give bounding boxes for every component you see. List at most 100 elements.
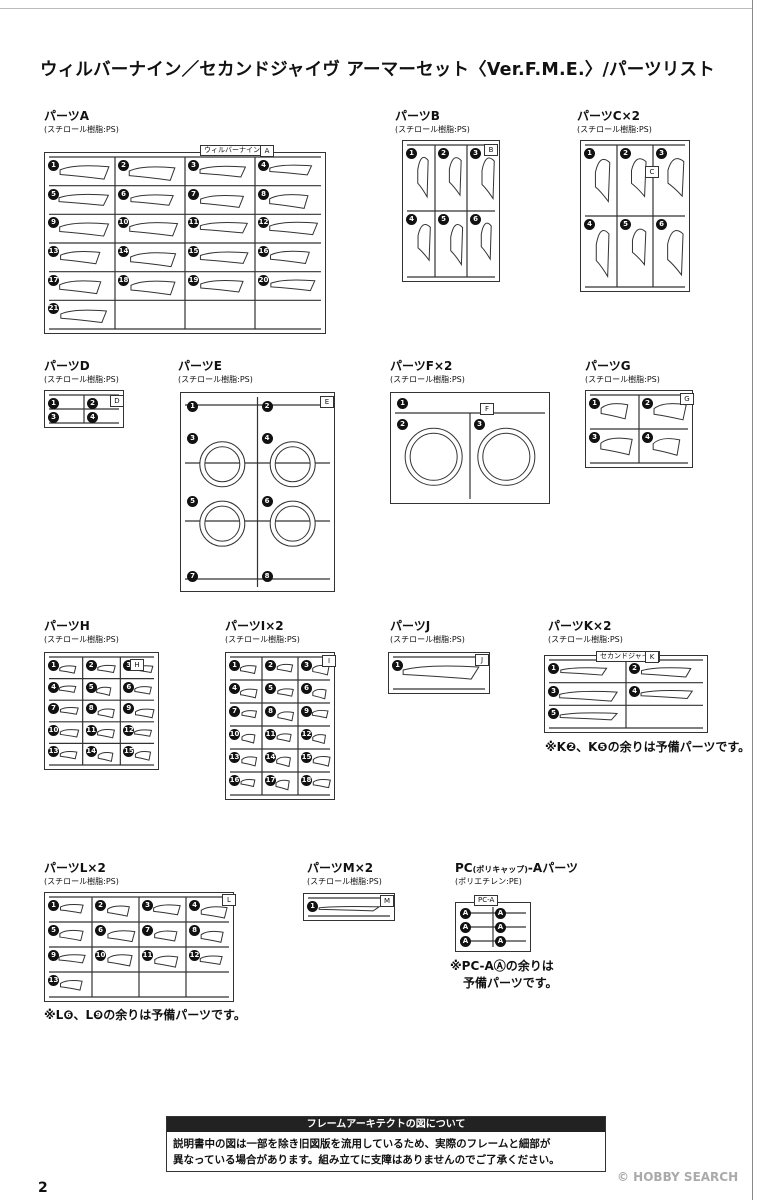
part-number-marker: 2 — [438, 148, 449, 159]
notice-line-2: 異なっている場合があります。組み立てに支障はありませんのでご了承ください。 — [173, 1154, 560, 1166]
part-number-marker: 17 — [48, 274, 59, 286]
sprue-part — [269, 194, 309, 209]
parts-a-material: (スチロール樹脂:PS) — [44, 125, 119, 134]
sprue-part — [448, 157, 462, 197]
part-number-marker: 3 — [188, 160, 199, 171]
part-number-marker: 12 — [189, 950, 200, 961]
hobby-search-watermark: © HOBBY SEARCH — [617, 1170, 739, 1184]
part-number-marker: 2 — [85, 660, 97, 671]
parts-pc-label-small: (ポリキャップ) — [472, 865, 528, 874]
sprue-l-letter: L — [222, 894, 236, 906]
part-number-marker: 2 — [642, 398, 653, 409]
sprue-pc-drawing — [460, 907, 526, 947]
sprue-part — [277, 711, 295, 722]
sprue-part — [276, 663, 294, 673]
sprue-part — [59, 979, 83, 991]
parts-m-material: (スチロール樹脂:PS) — [307, 877, 382, 886]
sprue-part — [107, 930, 136, 943]
part-number-marker: 10 — [118, 217, 129, 229]
part-number-marker: A — [495, 908, 506, 919]
part-number-marker: A — [495, 936, 506, 947]
parts-c-material: (スチロール樹脂:PS) — [577, 125, 652, 134]
sprue-part — [60, 250, 101, 265]
sprue-c-drawing — [585, 144, 685, 288]
sprue-part — [154, 930, 178, 942]
part-number-marker: 9 — [301, 706, 312, 717]
part-number-marker: 4 — [48, 681, 59, 693]
part-number-marker: 2 — [265, 660, 276, 671]
sprue-part — [59, 222, 110, 237]
sprue-part — [134, 729, 153, 737]
parts-g-material: (スチロール樹脂:PS) — [585, 375, 660, 384]
sprue-part — [153, 904, 181, 916]
sprue-k-letter: K — [645, 651, 659, 663]
part-number-marker: 3 — [142, 900, 153, 911]
part-number-marker: 6 — [261, 495, 273, 507]
part-number-marker: 13 — [229, 752, 240, 763]
part-number-marker: 6 — [470, 214, 481, 225]
sprue-part — [60, 309, 108, 324]
sprue-part — [134, 750, 152, 761]
sprue-part — [275, 779, 290, 791]
sprue-part — [402, 665, 480, 680]
parts-b-label: パーツB — [395, 109, 440, 123]
parts-pc-label-suffix: -Aパーツ — [527, 861, 578, 875]
part-number-marker: 2 — [397, 419, 408, 430]
sprue-i-letter: I — [322, 655, 336, 667]
sprue-e-drawing — [185, 397, 330, 587]
part-number-marker: 11 — [188, 217, 199, 229]
sprue-part — [130, 280, 176, 296]
sprue-c-letter: C — [645, 166, 659, 178]
sprue-d-drawing — [49, 394, 119, 424]
sprue-h-drawing — [49, 656, 155, 766]
part-number-marker: 3 — [48, 412, 59, 423]
part-number-marker: 9 — [48, 950, 59, 961]
part-number-marker: 3 — [187, 432, 198, 444]
part-number-marker: 15 — [301, 752, 312, 763]
part-number-marker: 5 — [48, 925, 59, 936]
sprue-part — [200, 195, 245, 208]
page-right-rule — [752, 0, 753, 1200]
part-number-marker: 1 — [229, 660, 240, 671]
sprue-j: 1 — [388, 652, 490, 694]
part-number-marker: 16 — [258, 246, 269, 257]
sprue-part — [312, 688, 327, 700]
sprue-k-runner-name: セカンドジャイヴ — [596, 651, 660, 662]
sprue-part — [652, 438, 681, 456]
sprue-part — [641, 667, 692, 678]
sprue-a-drawing — [49, 156, 321, 330]
sprue-part — [240, 778, 256, 788]
part-number-marker: A — [460, 936, 471, 947]
sprue-k-drawing — [549, 659, 703, 729]
part-number-marker: 8 — [265, 706, 276, 717]
parts-k-material: (スチロール樹脂:PS) — [548, 635, 623, 644]
part-number-marker: 20 — [258, 274, 269, 286]
sprue-part — [600, 437, 633, 456]
part-number-marker: 1 — [48, 160, 59, 171]
sprue-l-drawing — [49, 896, 229, 998]
sprue-part — [134, 686, 152, 695]
parts-h-material: (スチロール樹脂:PS) — [44, 635, 119, 644]
part-number-marker: 7 — [229, 706, 240, 717]
sprue-m: 1 — [303, 893, 395, 921]
sprue-part — [312, 734, 327, 745]
parts-a-label: パーツA — [44, 109, 90, 123]
sprue-part — [269, 164, 313, 176]
sprue-part — [59, 729, 80, 738]
part-number-marker: 14 — [265, 752, 276, 763]
sprue-part — [667, 158, 685, 198]
sprue-part — [417, 156, 429, 199]
part-number-marker: 5 — [85, 681, 97, 693]
parts-j-material: (スチロール樹脂:PS) — [390, 635, 465, 644]
parts-pc-label: PC(ポリキャップ)-Aパーツ — [455, 862, 578, 876]
part-number-marker: 4 — [406, 214, 417, 225]
part-number-marker: 2 — [629, 663, 640, 674]
part-number-marker: 14 — [85, 746, 97, 758]
page-top-rule — [0, 8, 752, 9]
